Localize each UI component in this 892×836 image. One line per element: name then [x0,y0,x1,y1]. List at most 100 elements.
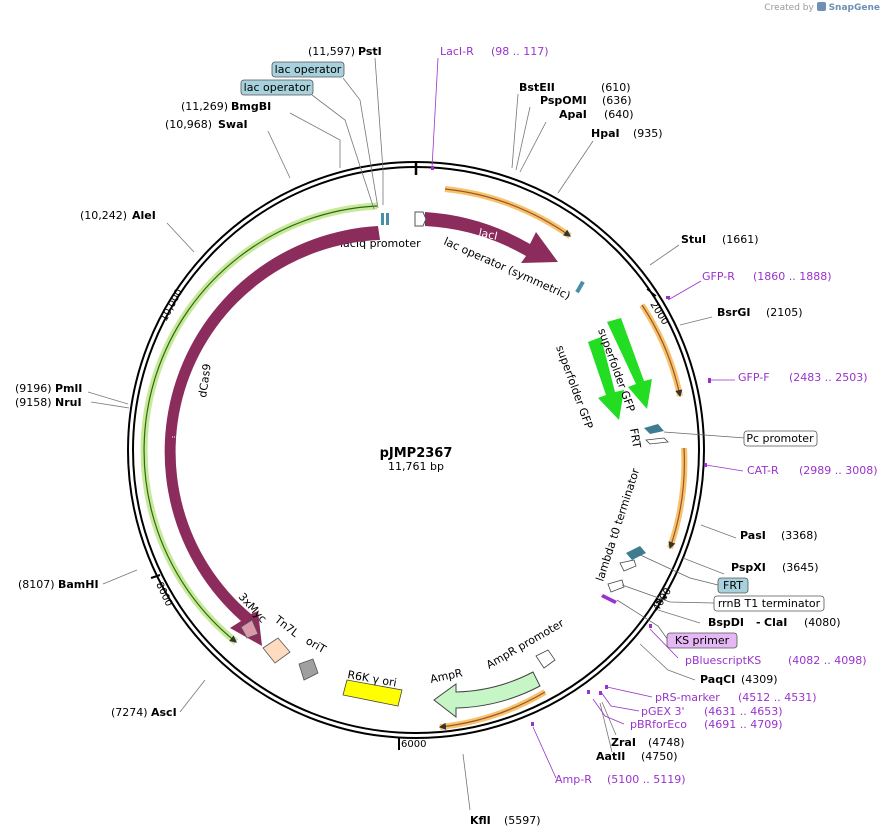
box-frt: FRT [717,577,749,594]
primer-laci-r: LacI-R (98 .. 117) [440,45,549,58]
site-psti: (11,597) PstI [308,45,382,58]
svg-text:(5100 .. 5119): (5100 .. 5119) [607,773,686,786]
svg-text:AleI: AleI [132,209,156,222]
svg-text:StuI: StuI [681,233,706,246]
ampr-promoter-label: AmpR promoter [484,616,567,671]
primer-mark-pbluescriptks [649,624,652,628]
plasmid-name: pJMP2367 [380,446,453,461]
primer-mark-pbr [587,690,590,694]
svg-text:pBluescriptKS: pBluescriptKS [685,654,761,667]
svg-text:(4748): (4748) [648,736,685,749]
primer-mark-laci-r [431,166,434,170]
primer-pbrforeco: pBRforEco (4691 .. 4709) [630,718,783,731]
primer-cat-r: CAT-R (2989 .. 3008) [747,464,878,477]
svg-text:HpaI: HpaI [591,127,620,140]
dcas9-label: dCas9 [196,363,214,399]
svg-text:(8107): (8107) [18,578,55,591]
box-lac-operator-1: lac operator [271,61,345,78]
orit-label: oriT [304,634,329,656]
frt-label: FRT [627,427,643,449]
svg-text:ZraI: ZraI [611,736,636,749]
laciq-promoter-arrow [414,211,427,227]
svg-text:pGEX 3': pGEX 3' [641,705,685,718]
primer-pgex3: pGEX 3' (4631 .. 4653) [641,705,783,718]
svg-text:(4631 .. 4653): (4631 .. 4653) [704,705,783,718]
svg-text:KS primer: KS primer [675,634,730,647]
box-rrnb: rrnB T1 terminator [713,595,825,612]
site-bspdi: BspDI - ClaI (4080) [708,616,841,629]
svg-text:LacI-R: LacI-R [440,45,474,58]
svg-text:(935): (935) [633,127,663,140]
dcas9-cds [164,226,380,646]
svg-text:(10,242): (10,242) [80,209,127,222]
svg-text:(2989 .. 3008): (2989 .. 3008) [799,464,878,477]
svg-text:(11,269): (11,269) [181,100,228,113]
svg-text:(4309): (4309) [741,673,778,686]
site-alei: (10,242) AleI [80,209,156,222]
svg-text:PstI: PstI [358,45,382,58]
svg-text:(10,968): (10,968) [165,118,212,131]
svg-text:SwaI: SwaI [218,118,248,131]
site-swai: (10,968) SwaI [165,118,248,131]
terminator-mark-2 [607,579,625,593]
svg-text:PasI: PasI [740,529,766,542]
svg-text:(640): (640) [604,108,634,121]
primer-gfp-r: GFP-R (1860 .. 1888) [702,270,832,283]
sfgfp-1-arrow [607,318,652,409]
plasmid-size: 11,761 bp [388,460,444,473]
site-pspomi: PspOMI (636) [540,94,632,107]
svg-text:lac operator: lac operator [244,81,311,94]
primer-mark-cat-r [704,463,707,467]
tn7l-label: Tn7L [271,613,302,641]
lac-operator-mark-1 [381,213,384,225]
site-apai: ApaI (640) [559,108,634,121]
svg-text:6000: 6000 [401,739,426,750]
svg-text:BstEII: BstEII [519,81,555,94]
orit-mark [298,658,319,681]
svg-text:BmgBI: BmgBI [231,100,271,113]
box-ks-primer: KS primer [666,632,738,649]
ampr-cds [433,671,541,719]
site-pasi: PasI (3368) [740,529,818,542]
lac-operator-mark-2 [386,213,389,225]
svg-text:GFP-F: GFP-F [738,371,770,384]
svg-text:BspDI: BspDI [708,616,744,629]
lac-operator-sym-mark [575,280,585,294]
ks-primer-mark [601,594,617,604]
primer-mark-prs [605,685,608,689]
pc-promoter-mark [645,437,669,445]
sfgfp-2-label: superfolder GFP [553,344,595,431]
site-kfli: KflI (5597) [470,814,541,827]
svg-text:NruI: NruI [55,396,82,409]
svg-text:lac operator: lac operator [275,63,342,76]
site-hpai: HpaI (935) [591,127,663,140]
sfgfp-2-arrow [588,337,624,420]
r6k-ori [342,679,403,707]
svg-text:(9196): (9196) [15,382,52,395]
svg-text:PspOMI: PspOMI [540,94,587,107]
svg-text:ApaI: ApaI [559,108,587,121]
ampr-label: AmpR [429,666,464,686]
svg-text:PspXI: PspXI [731,561,766,574]
site-pmli: (9196) PmlI [15,382,82,395]
svg-text:(610): (610) [601,81,631,94]
svg-text:(4080): (4080) [804,616,841,629]
svg-text:(1661): (1661) [722,233,759,246]
primer-amp-r: Amp-R (5100 .. 5119) [555,773,686,786]
svg-text:BamHI: BamHI [58,578,99,591]
site-nrui: (9158) NruI [15,396,82,409]
svg-text:(7274): (7274) [111,706,148,719]
primer-pbluescriptks: pBluescriptKS (4082 .. 4098) [685,654,867,667]
svg-text:(4691 .. 4709): (4691 .. 4709) [704,718,783,731]
svg-text:AscI: AscI [151,706,177,719]
svg-text:KflI: KflI [470,814,491,827]
svg-text:GFP-R: GFP-R [702,270,735,283]
snapgene-logo-icon [816,2,826,11]
primer-mark-amp-r [531,722,534,726]
site-bsteii: BstEII (610) [519,81,631,94]
svg-text:PaqCI: PaqCI [700,673,735,686]
box-lac-operator-2: lac operator [240,79,314,96]
terminator-mark-1 [619,559,637,572]
svg-text:(3645): (3645) [782,561,819,574]
svg-text:FRT: FRT [723,579,743,592]
